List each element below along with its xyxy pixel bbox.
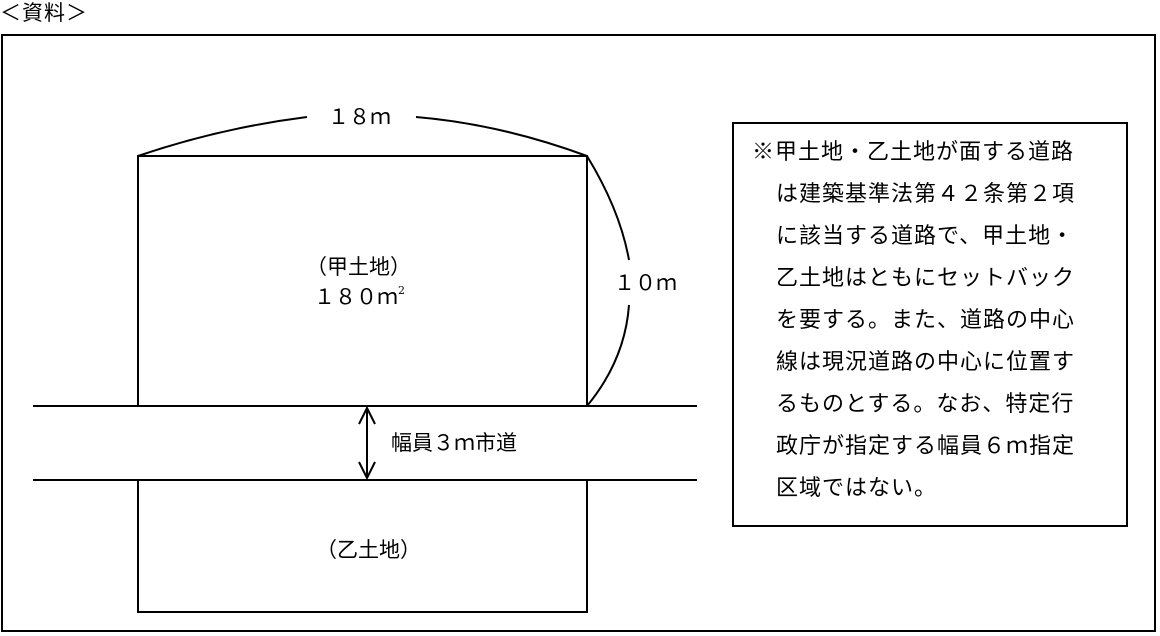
note-box: ※甲土地・乙土地が面する道路 は建築基準法第４２条第２項 に該当する道路で、甲土…: [732, 122, 1128, 527]
arrowhead-down-icon: [358, 461, 376, 481]
road-label: 幅員３ｍ市道: [391, 431, 517, 455]
note-line: 線は現況道路の中心に位置す: [776, 350, 1076, 375]
depth-dimension-label: １０ｍ: [614, 271, 677, 295]
lot-a-area-value: １８０ｍ: [314, 285, 398, 309]
lot-b-outline: [137, 479, 588, 613]
figure-frame: [1, 34, 1156, 632]
note-line: ※甲土地・乙土地が面する道路: [752, 140, 1075, 165]
lot-a-name: （甲土地）: [306, 255, 411, 279]
note-line: るものとする。なお、特定行: [776, 392, 1075, 417]
note-line: は建築基準法第４２条第２項: [776, 182, 1076, 207]
width-dimension-arc-left: [137, 116, 308, 157]
note-line: 乙土地はともにセットバック: [776, 266, 1076, 291]
note-line: 政庁が指定する幅員６ｍ指定: [776, 434, 1076, 459]
lot-b-name: （乙土地）: [316, 538, 421, 562]
arrowhead-up-icon: [358, 405, 376, 425]
page-title: ＜資料＞: [0, 1, 88, 25]
width-dimension-label: １８ｍ: [328, 105, 391, 129]
depth-dimension-arc-top: [586, 155, 630, 261]
depth-dimension-arc-bottom: [586, 304, 630, 407]
width-dimension-arc-right: [415, 116, 588, 157]
lot-a-area: １８０ｍ2: [314, 284, 405, 309]
note-line: を要する。また、道路の中心: [776, 308, 1076, 333]
note-line: に該当する道路で、甲土地・: [776, 224, 1075, 249]
lot-a-outline: [137, 155, 588, 407]
lot-a-area-unit-superscript: 2: [398, 284, 405, 297]
note-line: 区域ではない。: [776, 476, 938, 501]
